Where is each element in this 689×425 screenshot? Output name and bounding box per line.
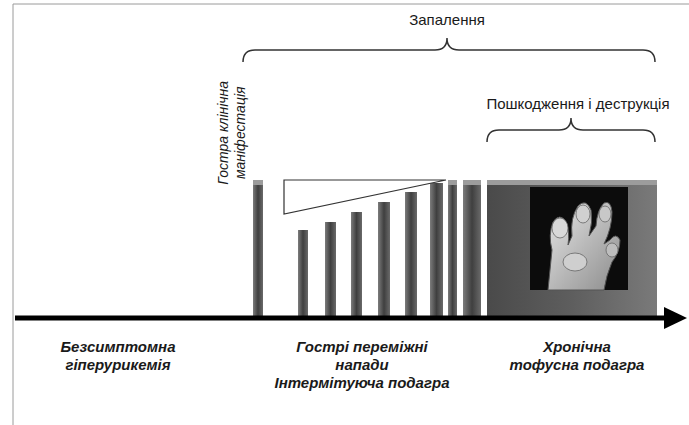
chronic-block — [487, 180, 657, 318]
trend-triangle — [284, 180, 446, 214]
frame-line — [13, 4, 689, 425]
bracket — [487, 118, 655, 142]
stage-label: Безсимптомна гіперурикемія — [43, 338, 193, 374]
bracket-label: Запалення — [409, 11, 485, 29]
time-axis — [15, 316, 668, 321]
tophus-hand-photo — [530, 187, 628, 290]
stage-label: Гострі переміжні напади — [290, 338, 435, 374]
bracket-label: Пошкодження і деструкція — [486, 95, 669, 113]
stage-label: Інтермітуюча подагра — [275, 374, 450, 392]
event-label: Гостра клінічна маніфестація — [215, 77, 249, 189]
stage-label: Хронічна тофусна подагра — [507, 338, 647, 374]
attack-bars — [253, 180, 481, 318]
bracket — [243, 38, 655, 62]
axis-arrowhead — [664, 307, 687, 329]
chronic-block-cap — [487, 180, 657, 185]
